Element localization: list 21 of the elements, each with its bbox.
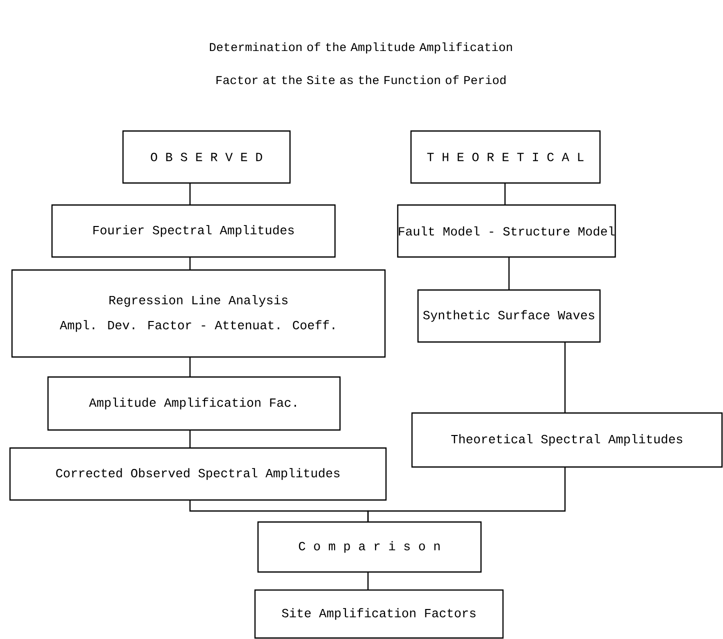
connector-line bbox=[504, 183, 506, 205]
connector-line bbox=[189, 183, 191, 205]
process-box: O B S E R V E D bbox=[122, 130, 291, 184]
process-box: Fault Model - Structure Model bbox=[397, 204, 616, 258]
connector-line bbox=[367, 572, 369, 590]
process-box: Synthetic Surface Waves bbox=[417, 289, 601, 343]
process-box: T H E O R E T I C A L bbox=[410, 130, 601, 184]
process-box: Amplitude Amplification Fac. bbox=[47, 376, 341, 431]
connector-line bbox=[189, 430, 191, 448]
process-box: Theoretical Spectral Amplitudes bbox=[411, 412, 723, 468]
connector-line bbox=[189, 257, 191, 270]
title: Determination of the Amplitude Amplification Factor at the Site as the Function of Period bbox=[210, 42, 512, 84]
process-box: Corrected Observed Spectral Amplitudes bbox=[9, 447, 387, 501]
connector-line bbox=[508, 257, 510, 290]
connector-line bbox=[564, 342, 566, 413]
process-box: Fourier Spectral Amplitudes bbox=[51, 204, 336, 258]
process-box: C o m p a r i s o n bbox=[257, 521, 482, 573]
process-box: Site Amplification Factors bbox=[254, 589, 504, 639]
connector-line bbox=[189, 357, 191, 377]
process-box: Regression Line Analysis Ampl. Dev. Factor - Attenuat. Coeff. bbox=[11, 269, 386, 358]
connector-line bbox=[367, 467, 566, 522]
